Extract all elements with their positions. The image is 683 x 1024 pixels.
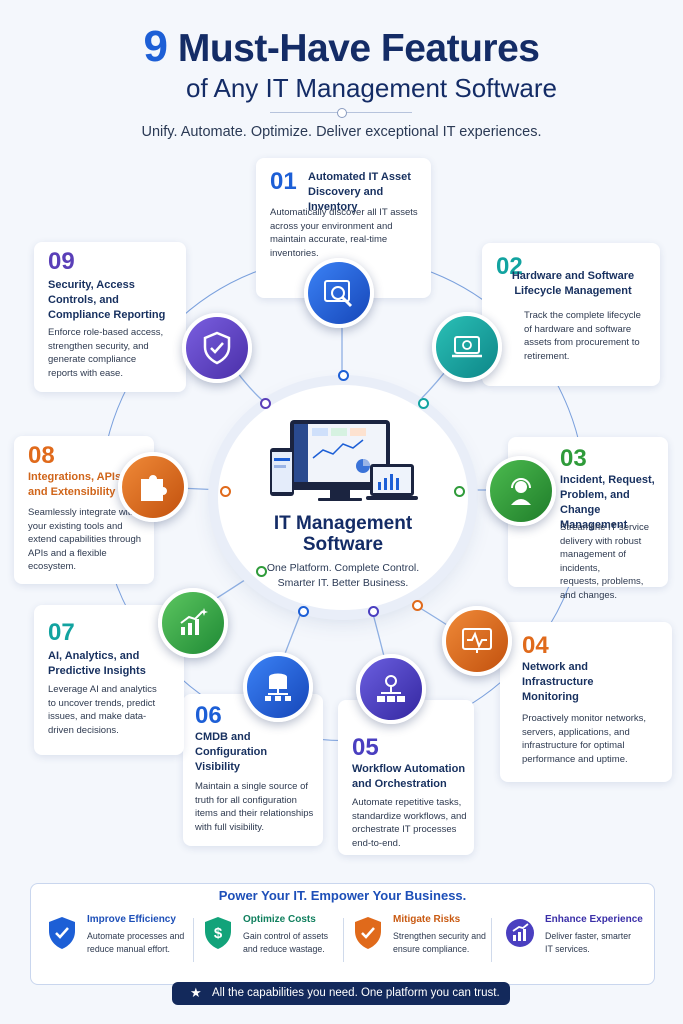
footer-text: All the capabilities you need. One platf…	[212, 987, 500, 999]
center-hub: IT Management Software One Platform. Com…	[218, 385, 468, 610]
benefits-banner: Power Your IT. Empower Your Business. Im…	[30, 883, 655, 985]
connector-dot	[256, 566, 267, 577]
chart-sparkle-icon	[158, 588, 228, 658]
page-title: 9 Must-Have Features	[0, 22, 683, 72]
connector-dot	[260, 398, 271, 409]
connector-dot	[418, 398, 429, 409]
title-divider-dot	[337, 108, 347, 118]
connector-dot	[454, 486, 465, 497]
feature-number: 02	[496, 253, 523, 280]
feature-number: 09	[48, 248, 75, 275]
connector-dot	[298, 606, 309, 617]
benefit-improve-efficiency: Improve Efficiency Automate processes an…	[39, 912, 189, 972]
banner-title: Power Your IT. Empower Your Business.	[218, 888, 467, 903]
star-icon: ★	[190, 985, 202, 1000]
feature-number: 08	[28, 442, 55, 469]
feature-title: Integrations, APIs,and Extensibility	[28, 471, 125, 498]
shield-check-icon	[355, 917, 381, 949]
title-line2: of Any IT Management Software	[186, 73, 557, 103]
feature-number: 03	[560, 445, 587, 472]
connector-dot	[368, 606, 379, 617]
benefit-enhance-experience: Enhance Experience Deliver faster, smart…	[497, 912, 647, 972]
chart-up-icon	[506, 919, 534, 947]
shield-check-icon	[182, 313, 252, 383]
benefit-title: Mitigate Risks	[393, 914, 461, 925]
workflow-gear-icon	[356, 654, 426, 724]
divider	[491, 918, 492, 962]
footer-pill: ★ All the capabilities you need. One pla…	[172, 982, 510, 1005]
svg-text:$: $	[214, 925, 223, 942]
database-icon	[243, 652, 313, 722]
benefit-title: Optimize Costs	[243, 914, 316, 925]
dollar-shield-icon: $	[205, 917, 231, 949]
feature-description: Automate repetitive tasks,standardize wo…	[352, 797, 467, 849]
feature-card-08: 08 Integrations, APIs,and Extensibility …	[14, 436, 154, 584]
center-title: IT Management Software	[273, 513, 413, 555]
puzzle-icon	[118, 452, 188, 522]
title-number: 9	[143, 22, 168, 71]
divider	[193, 918, 194, 962]
connector-dot	[412, 600, 423, 611]
feature-number: 05	[352, 734, 379, 761]
feature-number: 01	[270, 168, 297, 195]
feature-number: 07	[48, 619, 75, 646]
feature-number: 06	[195, 702, 222, 729]
divider	[343, 918, 344, 962]
headset-icon	[486, 456, 556, 526]
feature-number: 04	[522, 632, 549, 659]
benefit-title: Enhance Experience	[545, 914, 643, 925]
connector-dot	[220, 486, 231, 497]
center-subtitle: One Platform. Complete Control. Smarter …	[266, 562, 420, 589]
title-line1: Must-Have Features	[177, 27, 540, 70]
monitor-pulse-icon	[442, 606, 512, 676]
tagline: Unify. Automate. Optimize. Deliver excep…	[141, 124, 542, 140]
shield-check-icon	[49, 917, 75, 949]
magnifier-icon	[304, 258, 374, 328]
laptop-cycle-icon	[432, 312, 502, 382]
connector-dot	[338, 370, 349, 381]
feature-description: Enforce role-based access,strengthen sec…	[48, 327, 164, 379]
benefit-title: Improve Efficiency	[87, 914, 176, 925]
devices-illustration	[270, 420, 418, 501]
feature-description: Proactively monitor networks,servers, ap…	[522, 713, 647, 765]
